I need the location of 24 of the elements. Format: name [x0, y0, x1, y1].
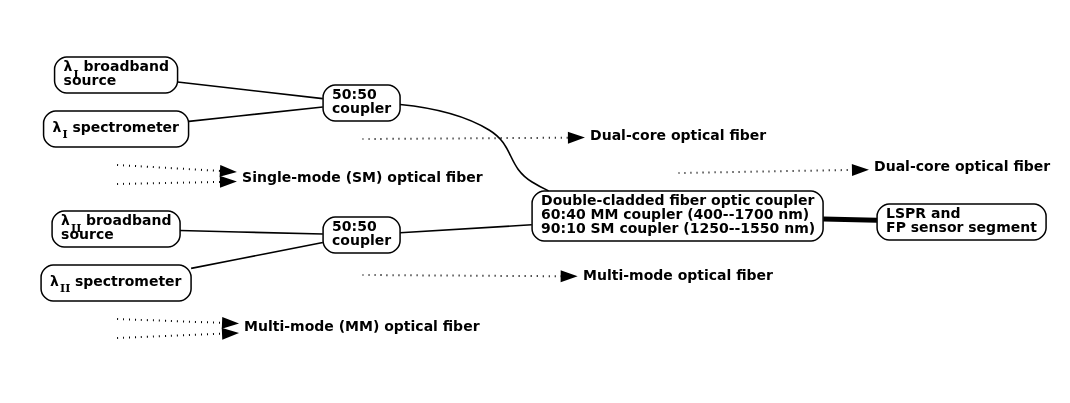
- node-box: 50:50 coupler: [322, 216, 401, 254]
- node-box: λ$_{II}$ spectrometer: [40, 264, 192, 302]
- arrow: [116, 164, 237, 177]
- node-text: Multi-mode (MM) optical fiber: [244, 317, 480, 334]
- node-text: Single-mode (SM) optical fiber: [242, 168, 483, 185]
- arrow: [116, 327, 240, 340]
- node-box: Double-cladded fiber optic coupler 60:40 MM coupler (400--1700 nm) 90:10 SM coupler (1250--1550 nm): [531, 190, 824, 242]
- node-box: λ$_{I}$ broadband source: [53, 56, 179, 94]
- connector: [190, 241, 324, 270]
- connector: [176, 81, 324, 100]
- node-box: λ$_{II}$ broadband source: [51, 210, 181, 248]
- connector: [399, 103, 550, 192]
- node-text: Dual-core optical fiber: [874, 157, 1051, 174]
- arrow: [116, 175, 237, 188]
- connector: [823, 216, 877, 223]
- node-text: Multi-mode optical fiber: [583, 266, 774, 283]
- arrow: [116, 316, 240, 329]
- node-box: λ$_{I}$ spectrometer: [42, 110, 190, 148]
- connector: [399, 223, 533, 234]
- node-text: Dual-core optical fiber: [590, 126, 767, 143]
- node-box: LSPR and FP sensor segment: [876, 203, 1047, 241]
- node-box: 50:50 coupler: [322, 84, 401, 122]
- connector: [179, 229, 324, 235]
- connector: [188, 106, 324, 123]
